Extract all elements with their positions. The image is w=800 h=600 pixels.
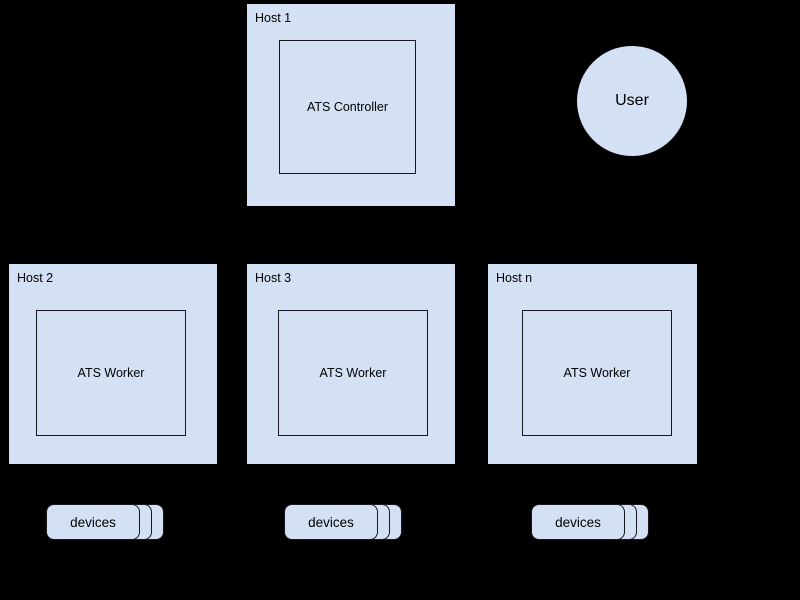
component-box-ats-worker-2[interactable]: ATS Worker xyxy=(36,310,186,436)
component-box-ats-worker-3[interactable]: ATS Worker xyxy=(278,310,428,436)
host-label-host-1: Host 1 xyxy=(255,11,292,25)
host-label-host-n: Host n xyxy=(496,271,533,285)
device-label-host-n: devices xyxy=(555,514,601,530)
device-stack-host-n[interactable]: devices xyxy=(531,504,649,540)
host-label-host-2: Host 2 xyxy=(17,271,54,285)
component-label-ats-worker-3: ATS Worker xyxy=(319,366,387,380)
host-panel-host-n[interactable]: Host n ATS Worker xyxy=(488,264,697,464)
component-label-ats-worker-2: ATS Worker xyxy=(77,366,145,380)
actor-label-user: User xyxy=(615,92,649,109)
device-stack-host-3[interactable]: devices xyxy=(284,504,402,540)
actor-user[interactable]: User xyxy=(577,46,687,156)
host-panel-host-2[interactable]: Host 2 ATS Worker xyxy=(9,264,217,464)
host-panel-host-3[interactable]: Host 3 ATS Worker xyxy=(247,264,455,464)
device-card-front[interactable]: devices xyxy=(284,504,378,540)
device-card-front[interactable]: devices xyxy=(46,504,140,540)
device-label-host-3: devices xyxy=(308,514,354,530)
host-label-host-3: Host 3 xyxy=(255,271,292,285)
device-stack-host-2[interactable]: devices xyxy=(46,504,164,540)
device-card-front[interactable]: devices xyxy=(531,504,625,540)
component-label-ats-controller: ATS Controller xyxy=(306,100,389,114)
component-box-ats-worker-n[interactable]: ATS Worker xyxy=(522,310,672,436)
component-box-ats-controller[interactable]: ATS Controller xyxy=(279,40,416,174)
device-label-host-2: devices xyxy=(70,514,116,530)
component-label-ats-worker-n: ATS Worker xyxy=(563,366,631,380)
host-panel-host-1[interactable]: Host 1 ATS Controller xyxy=(247,4,455,206)
